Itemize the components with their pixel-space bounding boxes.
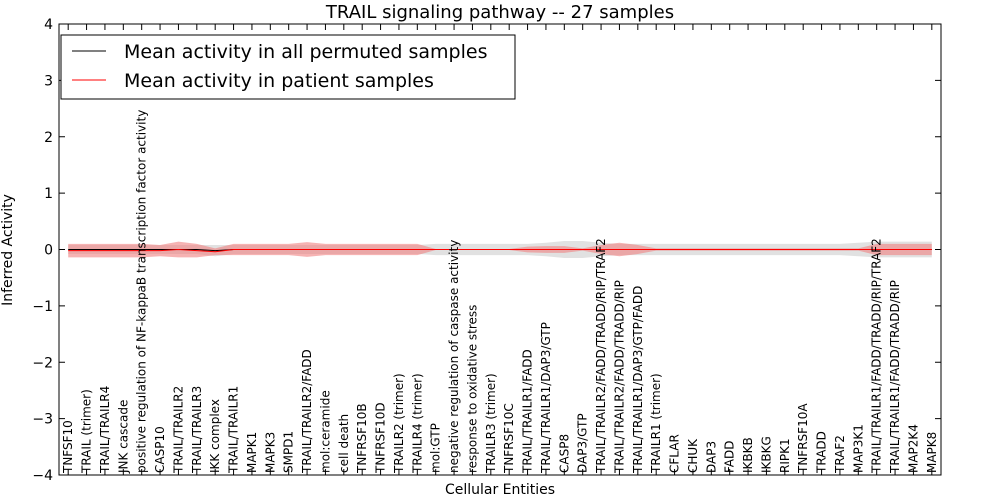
x-category-label: TRAIL/TRAILR1/DAP3/GTP bbox=[539, 322, 553, 474]
y-tick-label: −4 bbox=[32, 468, 53, 484]
x-category-label: CASP10 bbox=[153, 426, 167, 473]
legend-label-patient: Mean activity in patient samples bbox=[124, 70, 434, 92]
x-category-label: FADD bbox=[723, 441, 737, 474]
x-category-label: TRAILR1 (trimer) bbox=[649, 373, 663, 474]
x-category-label: TRAIL/TRAILR1/DAP3/GTP/FADD bbox=[631, 286, 645, 474]
x-category-label: JNK cascade bbox=[116, 400, 130, 474]
y-tick-label: 0 bbox=[44, 243, 53, 259]
x-category-label: CASP8 bbox=[557, 434, 571, 473]
x-category-label: IKBKB bbox=[741, 437, 755, 473]
series-line-1 bbox=[68, 248, 932, 253]
x-category-label: positive regulation of NF-kappaB transcr… bbox=[135, 110, 149, 473]
x-category-label: IKK complex bbox=[208, 399, 222, 473]
x-category-label: MAP3K1 bbox=[851, 424, 865, 473]
x-category-label: MAPK8 bbox=[925, 432, 939, 473]
x-category-label: TRAIL/TRAILR2 bbox=[171, 386, 185, 474]
x-category-label: TRAILR2 (trimer) bbox=[392, 373, 406, 474]
x-category-label: cell death bbox=[337, 414, 351, 473]
x-category-label: SMPD1 bbox=[282, 431, 296, 473]
x-category-label: MAPK3 bbox=[263, 432, 277, 473]
x-category-label: TRAIL/TRAILR1/FADD bbox=[521, 349, 535, 474]
legend: Mean activity in all permuted samples Me… bbox=[60, 34, 516, 100]
x-category-label: mol:GTP bbox=[429, 423, 443, 473]
y-tick-label: 2 bbox=[44, 130, 53, 146]
x-axis-title: Cellular Entities bbox=[445, 482, 555, 498]
x-category-label: MAPK1 bbox=[245, 432, 259, 473]
y-tick-label: −3 bbox=[32, 412, 53, 428]
x-category-label: TRAIL/TRAILR1 bbox=[227, 386, 241, 474]
x-category-label: TRADD bbox=[815, 431, 829, 474]
x-category-label: CFLAR bbox=[668, 434, 682, 473]
x-category-label: TRAIL/TRAILR2/FADD bbox=[300, 349, 314, 474]
x-category-label: TRAF2 bbox=[833, 435, 847, 474]
x-category-label: TRAIL/TRAILR1/FADD/TRADD/RIP/TRAF2 bbox=[870, 238, 884, 474]
x-category-label: TRAILR3 (trimer) bbox=[484, 373, 498, 474]
x-category-label: response to oxidative stress bbox=[465, 305, 479, 473]
chart-title: TRAIL signaling pathway -- 27 samples bbox=[325, 2, 674, 23]
x-category-label: TRAIL/TRAILR3 bbox=[190, 386, 204, 474]
x-category-label: CHUK bbox=[686, 438, 700, 473]
x-category-label: TNFRSF10B bbox=[355, 403, 369, 474]
y-tick-label: −2 bbox=[32, 355, 53, 371]
y-tick-label: 3 bbox=[44, 73, 53, 89]
x-category-label: TNFSF10 bbox=[61, 420, 75, 474]
x-category-label: TRAIL (trimer) bbox=[80, 389, 94, 474]
legend-label-permuted: Mean activity in all permuted samples bbox=[124, 41, 487, 63]
x-category-label: TNFRSF10A bbox=[796, 403, 810, 474]
y-axis-title: Inferred Activity bbox=[0, 194, 16, 306]
x-category-label: RIPK1 bbox=[778, 438, 792, 473]
x-category-label: mol:ceramide bbox=[318, 390, 332, 473]
x-category-label: TRAIL/TRAILR2/FADD/TRADD/RIP/TRAF2 bbox=[594, 238, 608, 474]
x-category-label: IKBKG bbox=[759, 436, 773, 473]
x-category-label: MAP2K4 bbox=[906, 424, 920, 473]
x-category-label: TRAIL/TRAILR2/FADD/TRADD/RIP bbox=[612, 280, 626, 474]
x-category-label: TNFRSF10C bbox=[502, 403, 516, 474]
y-tick-label: 1 bbox=[44, 186, 53, 202]
y-tick-label: −1 bbox=[32, 299, 53, 315]
x-category-label: negative regulation of caspase activity bbox=[447, 240, 461, 473]
x-category-label: TRAILR4 (trimer) bbox=[410, 373, 424, 474]
x-category-label: TRAIL/TRAILR1/FADD/TRADD/RIP bbox=[888, 280, 902, 474]
x-category-label: TNFRSF10D bbox=[374, 402, 388, 474]
y-tick-label: 4 bbox=[44, 17, 53, 33]
x-category-label: DAP3/GTP bbox=[576, 413, 590, 473]
x-category-label: DAP3 bbox=[704, 441, 718, 473]
legend-box bbox=[60, 34, 516, 100]
x-category-label: TRAIL/TRAILR4 bbox=[98, 386, 112, 474]
